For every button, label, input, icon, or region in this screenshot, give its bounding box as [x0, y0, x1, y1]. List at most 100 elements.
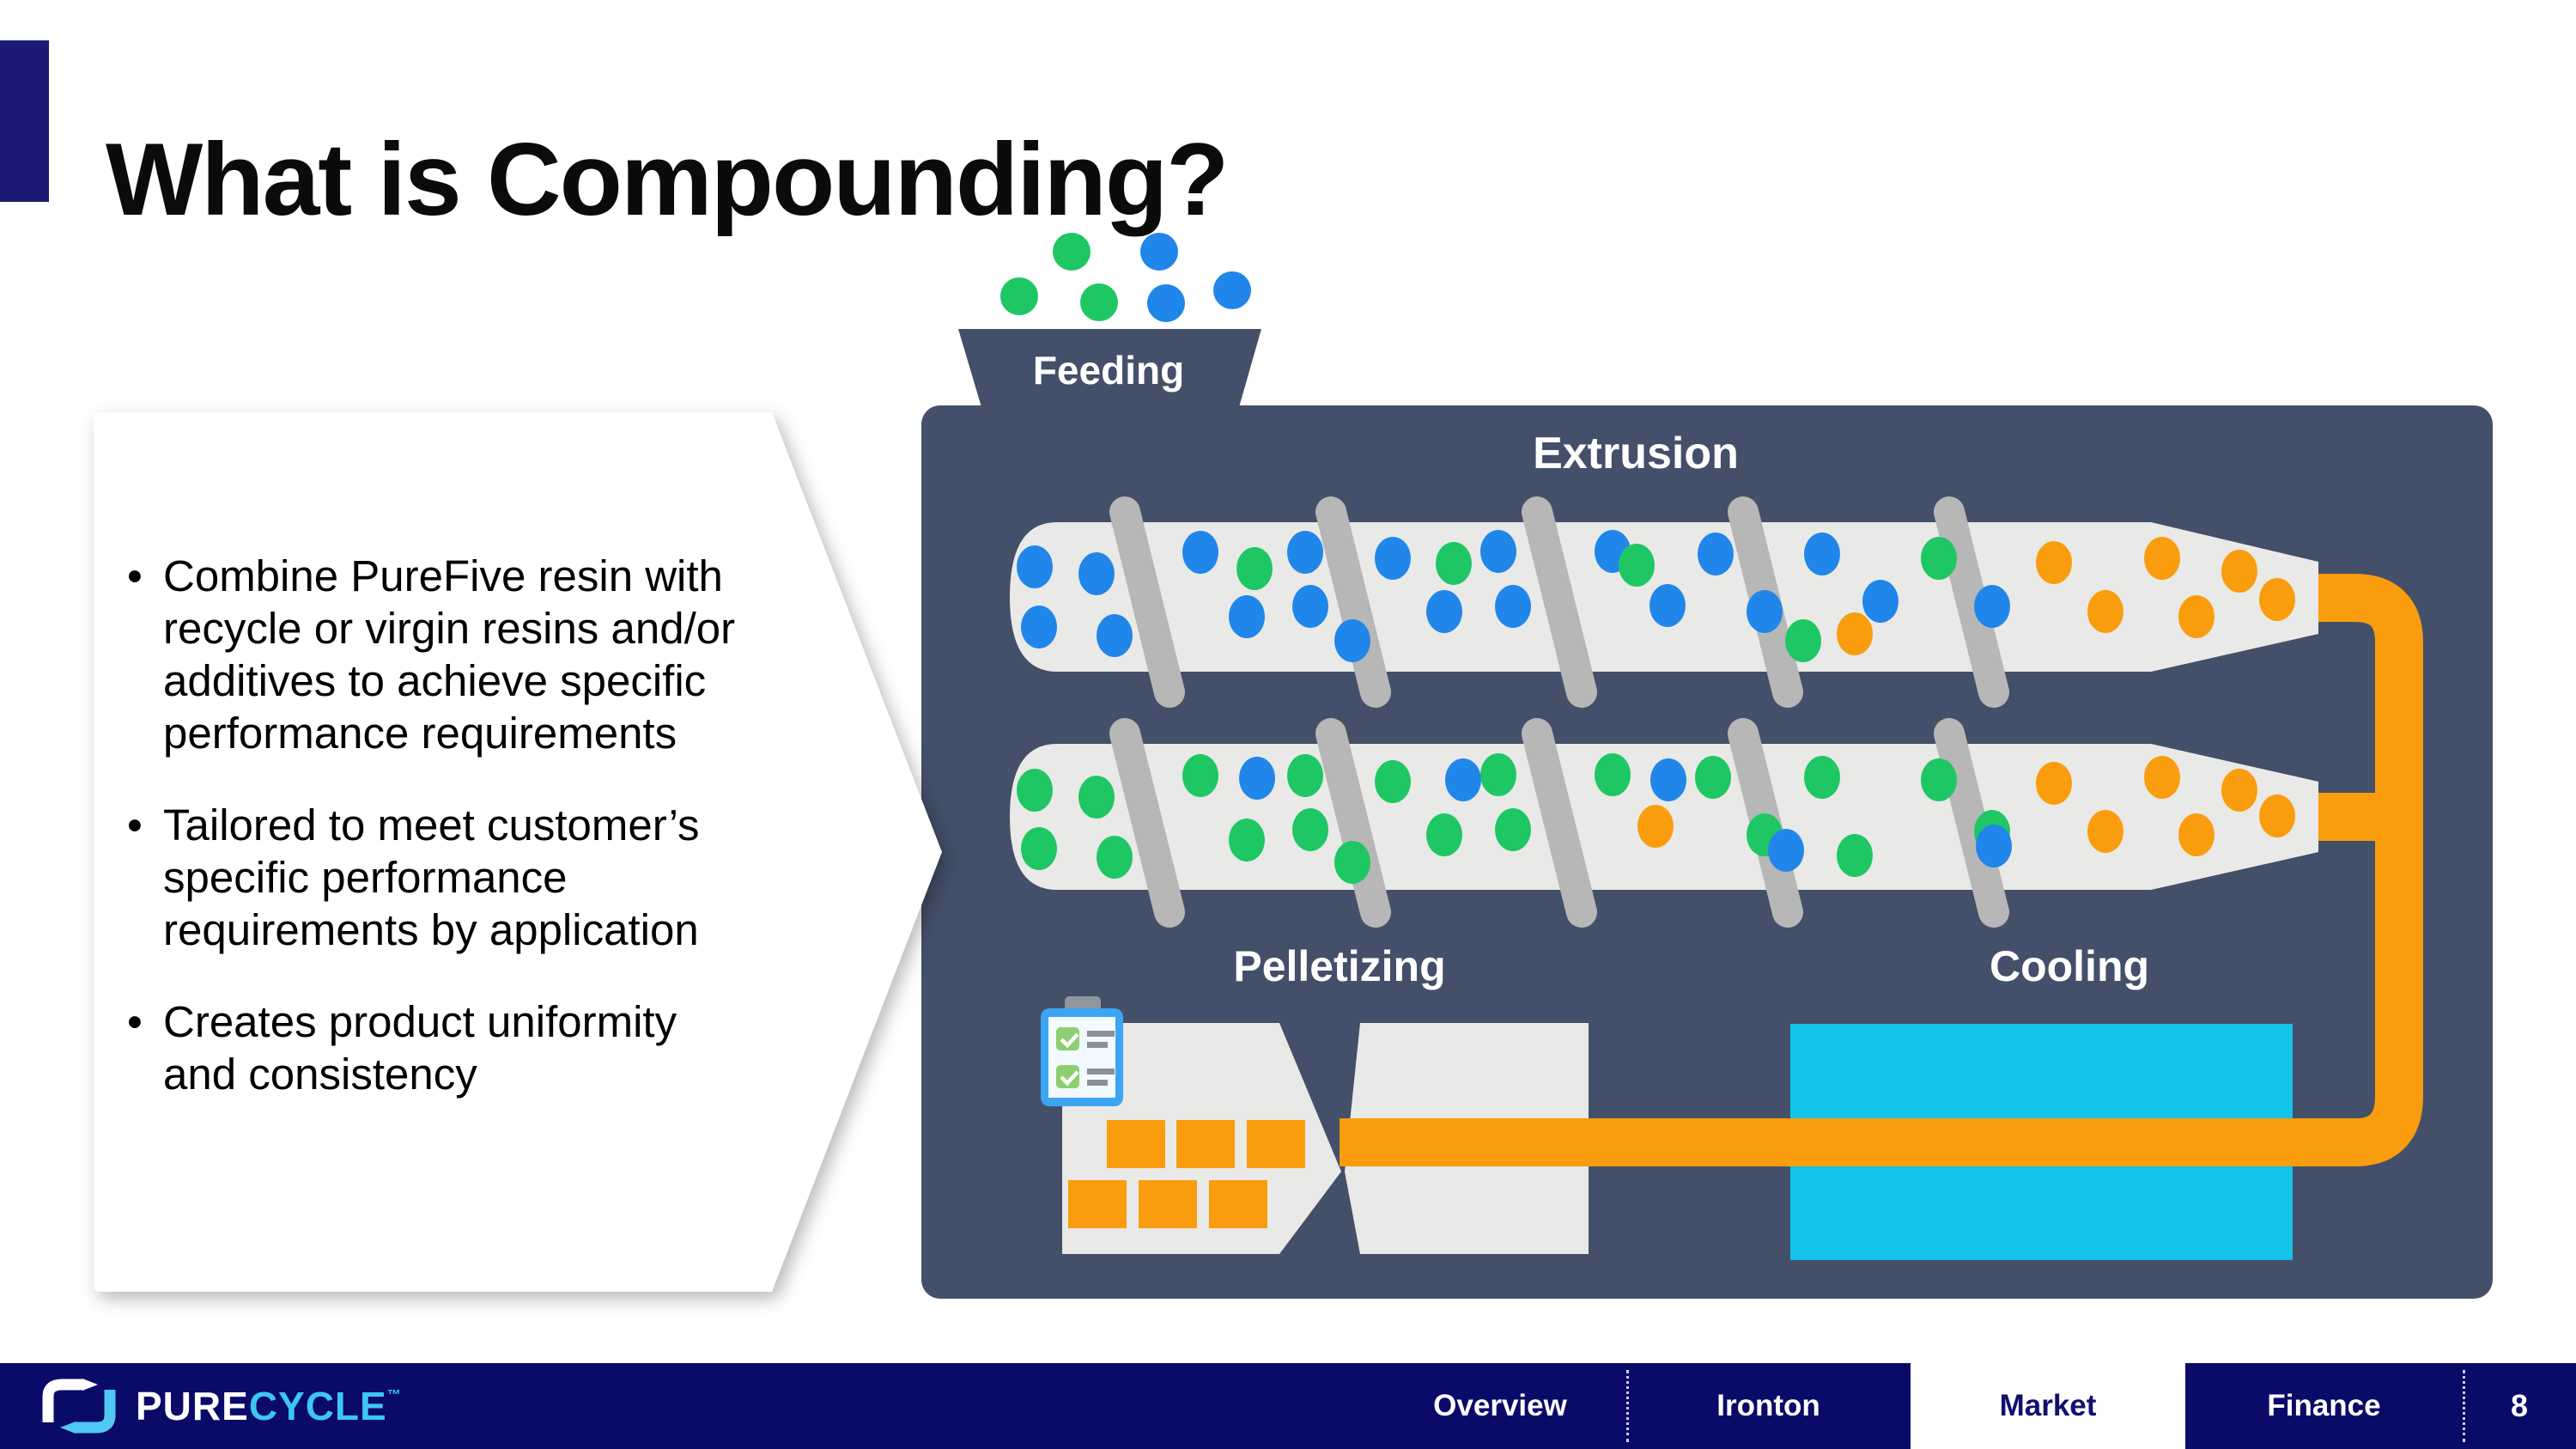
resin-dot — [1921, 758, 1957, 801]
resin-dot — [1619, 544, 1655, 587]
footer-tab-ironton[interactable]: Ironton — [1716, 1389, 1820, 1422]
feeding-label: Feeding — [1032, 348, 1185, 393]
brand-cycle: CYCLE — [248, 1384, 387, 1428]
resin-dot — [1080, 283, 1118, 321]
resin-dot — [1078, 552, 1115, 595]
bullet-item: • Combine PureFive resin with recycle or… — [127, 550, 883, 759]
bullet-marker: • — [127, 801, 143, 849]
screw-flight — [1522, 718, 1597, 928]
pellet-square — [1139, 1180, 1197, 1228]
bullet-item: • Creates product uniformity and consist… — [127, 995, 883, 1100]
bullet-marker: • — [127, 997, 143, 1046]
bullet-item: • Tailored to meet customer’s specific p… — [127, 799, 883, 956]
melt-pipe — [1340, 574, 2423, 1166]
screw-flight — [1934, 718, 2009, 928]
tab-separator — [1626, 1370, 1629, 1442]
barrel-1-resin-dots — [1017, 530, 2295, 662]
pellet-square — [1176, 1120, 1235, 1168]
resin-dot — [1976, 825, 2012, 868]
resin-dot — [1650, 758, 1686, 801]
resin-dot — [1695, 756, 1731, 799]
resin-dot — [1426, 813, 1462, 856]
resin-dot — [1837, 612, 1873, 655]
resin-dot — [1213, 271, 1251, 309]
resin-dot — [1140, 233, 1178, 271]
resin-dot — [1375, 537, 1411, 580]
resin-dot — [1480, 753, 1516, 796]
screw-flight — [1315, 718, 1391, 928]
resin-dot — [1426, 590, 1462, 633]
footer-tab-overview[interactable]: Overview — [1433, 1389, 1567, 1422]
resin-dot — [1436, 542, 1472, 585]
pellet-square — [1107, 1120, 1165, 1168]
resin-dot — [1804, 756, 1840, 799]
purecycle-recycle-icon — [42, 1379, 116, 1434]
resin-dot — [1768, 829, 1804, 872]
screw-flight — [1934, 496, 2009, 708]
resin-dot — [1287, 531, 1323, 574]
resin-dot — [1097, 836, 1133, 879]
resin-dot — [1747, 590, 1783, 633]
resin-dot — [1078, 776, 1115, 819]
resin-dot — [1000, 277, 1038, 315]
resin-dot — [1021, 827, 1057, 870]
resin-dot — [1495, 808, 1531, 851]
resin-dot — [1804, 533, 1840, 575]
footer-bar: PURE CYCLE ™ Overview Ironton Market Fin… — [0, 1363, 2576, 1449]
pellet-squares — [1068, 1120, 1305, 1228]
page-title: What is Compounding? — [106, 122, 1229, 238]
resin-dot — [2221, 769, 2257, 812]
resin-dot — [2259, 795, 2295, 837]
resin-dot — [1021, 606, 1057, 648]
screw-flight — [1109, 496, 1185, 708]
screw-flight — [1109, 718, 1185, 928]
brand-logo: PURE CYCLE ™ — [39, 1363, 402, 1449]
resin-dot — [1698, 533, 1734, 575]
resin-dot — [2036, 541, 2072, 584]
resin-dot — [1182, 531, 1218, 574]
brand-wordmark: PURE CYCLE ™ — [136, 1383, 402, 1429]
resin-dot — [1375, 760, 1411, 803]
resin-dot — [2087, 810, 2123, 853]
resin-dot — [1292, 585, 1328, 628]
footer-tab-finance[interactable]: Finance — [2267, 1389, 2381, 1422]
brand-pure: PURE — [136, 1384, 249, 1428]
resin-dot — [1480, 530, 1516, 573]
resin-dot — [2087, 590, 2123, 633]
tab-separator — [2463, 1370, 2465, 1442]
resin-dot — [1017, 545, 1053, 588]
resin-dot — [1595, 753, 1631, 796]
resin-dot — [1053, 233, 1091, 271]
footer-tab-market-active[interactable]: Market — [1911, 1363, 2185, 1449]
bullet-text: Creates product uniformity and consisten… — [163, 997, 677, 1099]
resin-dot — [1229, 819, 1265, 861]
resin-dot — [2178, 813, 2215, 856]
feeding-hopper-icon — [958, 329, 1261, 407]
resin-dot — [1637, 805, 1674, 848]
resin-dot — [1862, 580, 1899, 623]
callout-bubble — [94, 412, 942, 1292]
resin-dot — [1236, 547, 1273, 590]
trademark-symbol: ™ — [386, 1388, 402, 1403]
resin-dot — [2144, 756, 2180, 799]
resin-dot — [2259, 578, 2295, 621]
resin-dot — [1921, 537, 1957, 580]
title-accent-bar — [0, 40, 49, 202]
feeding-resin-dots — [1000, 233, 1251, 322]
resin-dot — [1785, 619, 1821, 662]
resin-dot — [2144, 537, 2180, 580]
resin-dot — [1334, 841, 1370, 884]
resin-dot — [1649, 584, 1686, 627]
resin-dot — [1334, 619, 1370, 662]
resin-dot — [1229, 595, 1265, 638]
pellet-square — [1247, 1120, 1305, 1168]
pellet-square — [1209, 1180, 1267, 1228]
bullet-text: Tailored to meet customer’s specific per… — [163, 801, 700, 954]
resin-dot — [1182, 754, 1218, 797]
callout-bullet-list: • Combine PureFive resin with recycle or… — [127, 550, 883, 1140]
screw-flight — [1315, 496, 1391, 708]
resin-dot — [1445, 758, 1481, 801]
resin-dot — [1017, 769, 1053, 812]
resin-dot — [2221, 550, 2257, 593]
resin-dot — [2178, 595, 2215, 638]
